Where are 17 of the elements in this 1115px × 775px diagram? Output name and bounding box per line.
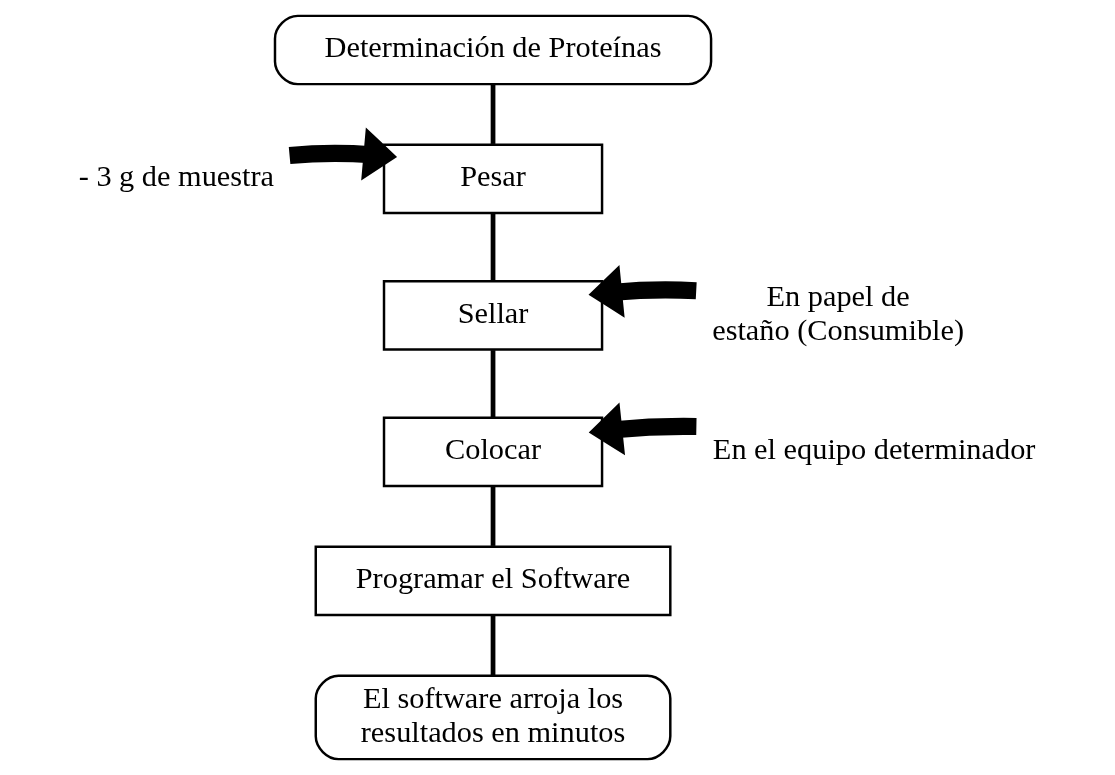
arrow <box>588 264 697 318</box>
node-text: En papel de estaño (Consumible) <box>712 278 965 347</box>
connector <box>490 615 496 676</box>
node-text: - 3 g de muestra <box>78 159 275 194</box>
node-box: Pesar <box>382 143 604 215</box>
connector <box>490 486 496 546</box>
arrow <box>288 127 398 181</box>
arrow <box>588 402 697 456</box>
node-box: Colocar <box>382 416 604 488</box>
node-text: En el equipo determinador <box>712 432 1036 467</box>
node-box: Determinación de Proteínas <box>273 14 713 86</box>
connector <box>490 350 496 418</box>
node-box: El software arroja los resultados en minutos <box>314 674 672 761</box>
connector <box>490 84 496 144</box>
node-box: Programar el Software <box>314 545 672 617</box>
connector <box>490 213 496 282</box>
node-box: Sellar <box>382 280 604 351</box>
